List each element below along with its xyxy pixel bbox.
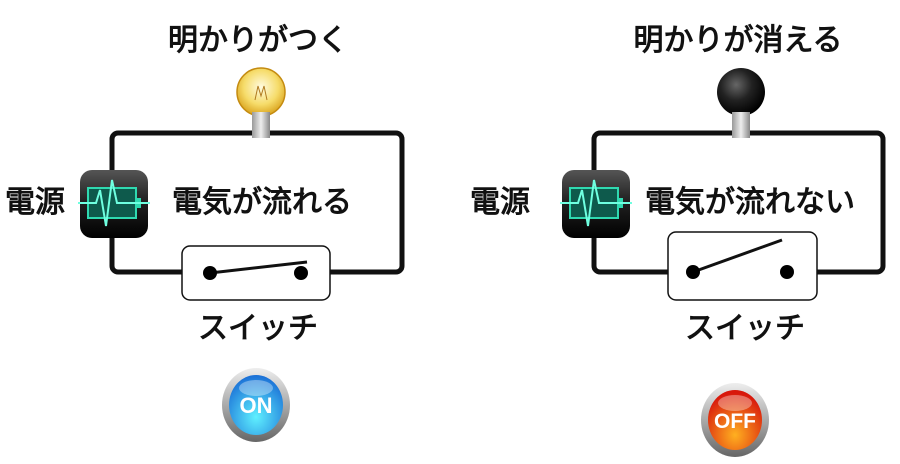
switch-lever: [692, 238, 783, 274]
left-circuit: ON: [78, 67, 405, 442]
off-button[interactable]: OFF: [701, 383, 769, 457]
left-switch-label: スイッチ: [198, 311, 318, 346]
battery-icon: [78, 170, 150, 238]
switch-contact: [294, 266, 308, 280]
off-button-label: OFF: [714, 410, 756, 433]
right-flow-label: 電気が流れない: [645, 185, 855, 220]
switch-contact: [686, 265, 700, 279]
on-button[interactable]: ON: [222, 368, 290, 442]
switch-box: [181, 245, 331, 301]
on-button-label: ON: [240, 393, 273, 418]
left-power-label: 電源: [5, 185, 65, 220]
switch-contact: [780, 265, 794, 279]
switch-box: [667, 231, 818, 301]
right-power-label: 電源: [470, 185, 530, 220]
switch-contact: [203, 266, 217, 280]
battery-icon: [560, 170, 632, 238]
right-switch-label: スイッチ: [685, 311, 805, 346]
left-flow-label: 電気が流れる: [172, 185, 352, 220]
lit-bulb-icon: [236, 67, 286, 138]
left-title: 明かりがつく: [168, 23, 348, 58]
right-title: 明かりが消える: [633, 23, 843, 58]
right-circuit: OFF: [560, 68, 886, 457]
unlit-bulb-icon: [717, 68, 765, 138]
switch-lever: [209, 260, 308, 275]
